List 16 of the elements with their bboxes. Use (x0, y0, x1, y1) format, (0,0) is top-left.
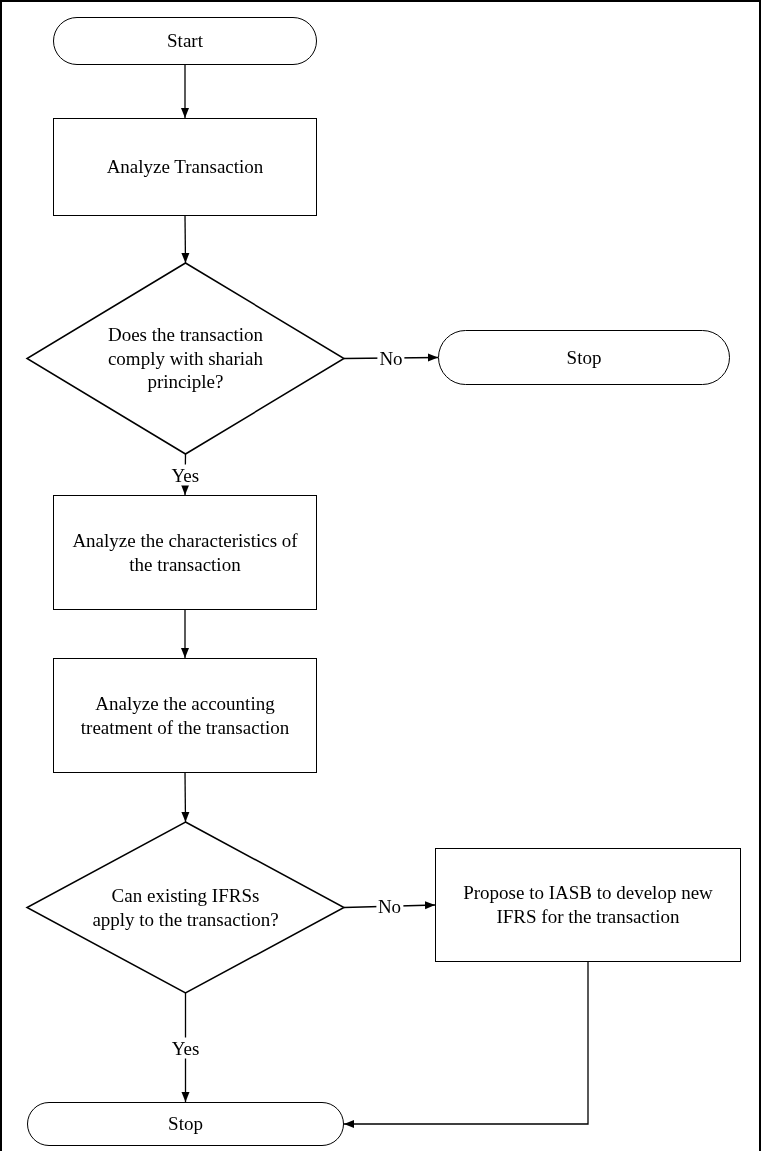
arrow (343, 961, 589, 1128)
process-box: Analyze the characteristics of the transaction (53, 495, 317, 610)
arrow (181, 64, 189, 119)
edge-label: Yes (169, 464, 202, 485)
terminal-pill: Stop (27, 1102, 344, 1146)
decision-diamond: Can existing IFRSs apply to the transaction? (27, 822, 344, 993)
edge-label: Yes (169, 1037, 202, 1058)
terminal-pill: Stop (438, 330, 730, 385)
arrow (181, 215, 190, 264)
process-box: Propose to IASB to develop new IFRS for the transaction (435, 848, 741, 962)
terminal-pill: Start (53, 17, 317, 65)
decision-diamond: Does the transaction comply with shariah principle? (27, 263, 344, 454)
process-box: Analyze the accounting treatment of the transaction (53, 658, 317, 773)
arrow (181, 609, 189, 659)
arrow (181, 772, 190, 823)
process-box: Analyze Transaction (53, 118, 317, 216)
